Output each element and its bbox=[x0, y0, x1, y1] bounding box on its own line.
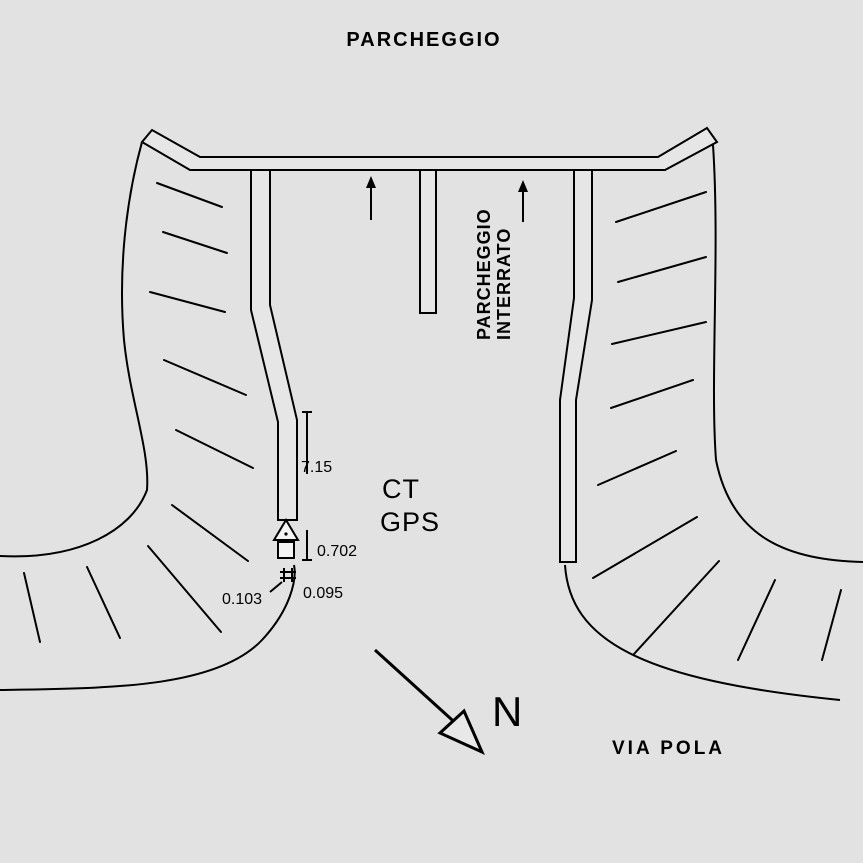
underground-line1: PARCHEGGIO bbox=[474, 208, 494, 340]
measurement-ticks bbox=[269, 411, 312, 593]
measure-short: 0.702 bbox=[317, 543, 357, 560]
measure-long: 7.15 bbox=[301, 459, 332, 476]
measure-left-offset: 0.103 bbox=[222, 591, 262, 608]
street-label: VIA POLA bbox=[612, 738, 725, 759]
right-bottom-curb bbox=[564, 564, 841, 701]
right-divider bbox=[559, 169, 593, 563]
top-barrier bbox=[140, 126, 719, 171]
station-label-gps: GPS bbox=[380, 507, 440, 537]
right-stall-marks bbox=[592, 191, 842, 661]
left-outer-curb bbox=[0, 141, 149, 558]
right-outer-curb bbox=[712, 144, 863, 563]
underground-line2: INTERRATO bbox=[494, 228, 514, 340]
left-stall-marks bbox=[23, 182, 254, 643]
station-marker-icon bbox=[272, 518, 300, 559]
map-title: PARCHEGGIO bbox=[346, 29, 501, 51]
up-arrow-left bbox=[366, 176, 376, 220]
station-label-ct: CT bbox=[382, 474, 420, 504]
left-bottom-curb bbox=[0, 564, 296, 691]
north-arrow-icon bbox=[373, 648, 485, 755]
left-divider bbox=[250, 169, 298, 521]
up-arrow-right bbox=[518, 180, 528, 222]
measure-right-offset: 0.095 bbox=[303, 585, 343, 602]
underground-parking-label: PARCHEGGIO INTERRATO bbox=[474, 208, 514, 340]
north-label: N bbox=[492, 688, 522, 735]
center-divider bbox=[419, 169, 437, 314]
